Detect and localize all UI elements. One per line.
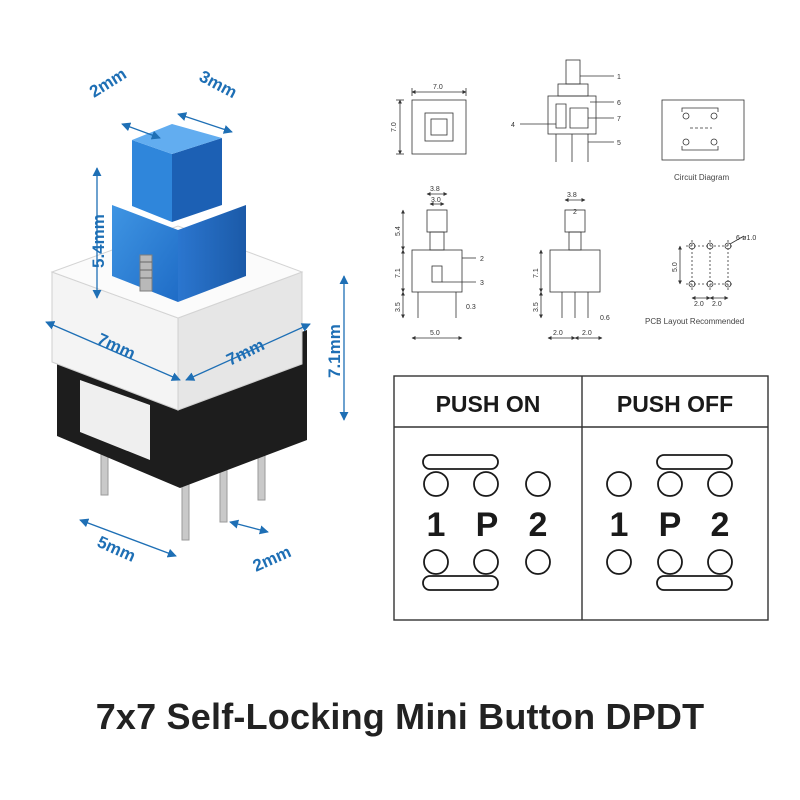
end-pin: 3.5	[533, 302, 540, 312]
front-pin-width: 0.3	[466, 304, 476, 311]
push-on-pin-2: 2	[529, 506, 548, 544]
top-view-drawing	[396, 88, 467, 155]
push-off-pin-2: 2	[711, 506, 730, 544]
dim-top-right: 3mm	[196, 67, 240, 102]
switch-illustration	[50, 124, 307, 541]
top-view-height: 7.0	[391, 122, 398, 132]
pcb-layout-caption: PCB Layout Recommended	[645, 317, 744, 326]
callout-3: 3	[480, 280, 484, 287]
product-title: 7x7 Self-Locking Mini Button DPDT	[95, 696, 705, 737]
end-view-drawing	[539, 198, 603, 340]
plunger-front	[112, 205, 178, 302]
front-top-width: 3.8	[430, 186, 440, 193]
side-view-drawing	[520, 59, 614, 162]
front-body: 7.1	[395, 268, 402, 278]
push-on-pin-p: P	[476, 506, 499, 544]
contact-spring	[139, 254, 153, 292]
dim-button-height: 5.4mm	[89, 214, 108, 268]
pcb-row-gap: 5.0	[672, 262, 679, 272]
end-inner: 2	[573, 209, 577, 216]
technical-labels: 7.0 7.0 1 6 7 4 5 Circuit Diagram 3.8 3.…	[391, 74, 756, 337]
front-pin: 3.5	[395, 302, 402, 312]
end-pitch-left: 2.0	[553, 330, 563, 337]
callout-7: 7	[617, 116, 621, 123]
plunger-cap-front	[132, 140, 172, 222]
plunger-cap-side	[172, 138, 222, 222]
dim-pin-row: 5mm	[94, 532, 138, 565]
switch-base-window	[80, 380, 150, 460]
pcb-hole-spec: 6-ø1.0	[736, 235, 756, 242]
callout-2: 2	[480, 256, 484, 263]
callout-4: 4	[511, 122, 515, 129]
technical-drawings	[396, 59, 745, 340]
dim-top-left: 2mm	[86, 64, 130, 101]
push-on-pin-1: 1	[427, 506, 446, 544]
plunger-side	[178, 205, 246, 302]
callout-1: 1	[617, 74, 621, 81]
push-on-contacts	[422, 454, 551, 591]
circuit-diagram-box	[661, 99, 745, 161]
photo-dimensions	[45, 112, 349, 558]
top-view-width: 7.0	[433, 84, 443, 91]
end-top-width: 3.8	[567, 192, 577, 199]
push-off-pin-p: P	[659, 506, 682, 544]
pcb-col-1: 2.0	[694, 301, 704, 308]
push-off-contacts	[606, 454, 733, 591]
pcb-layout-drawing	[678, 235, 745, 300]
callout-6: 6	[617, 100, 621, 107]
end-pitch-right: 2.0	[582, 330, 592, 337]
push-off-header: PUSH OFF	[617, 391, 733, 417]
front-view-drawing	[401, 192, 476, 340]
end-pin-width: 0.6	[600, 315, 610, 322]
front-base: 5.0	[430, 330, 440, 337]
pcb-col-2: 2.0	[712, 301, 722, 308]
callout-5: 5	[617, 140, 621, 147]
end-body: 7.1	[533, 268, 540, 278]
dim-body-height: 7.1mm	[325, 324, 344, 378]
circuit-diagram-caption: Circuit Diagram	[674, 173, 729, 182]
front-inner-width: 3.0	[431, 197, 441, 204]
dim-pin-pitch: 2mm	[250, 542, 294, 575]
push-on-header: PUSH ON	[436, 391, 541, 417]
state-table: PUSH ON PUSH OFF 1 P 2 1 P 2	[393, 375, 769, 621]
push-off-pin-1: 1	[610, 506, 629, 544]
front-stem: 5.4	[395, 226, 402, 236]
